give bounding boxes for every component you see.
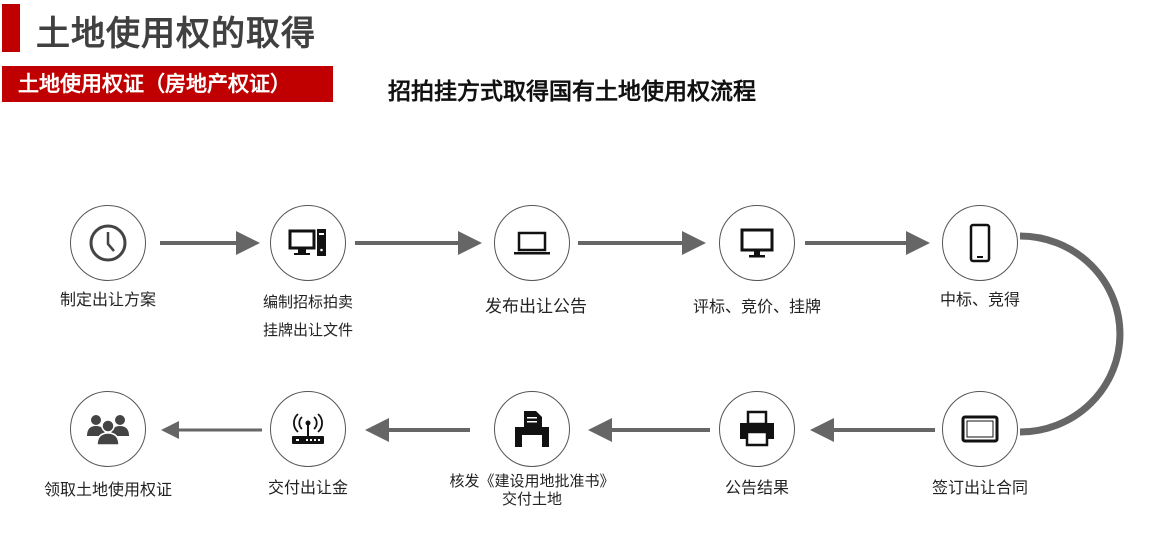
- step-node-7: [719, 391, 795, 467]
- step-label-9: 交付出让金: [267, 478, 348, 497]
- tablet-icon: [961, 415, 999, 443]
- step-node-9: [270, 391, 346, 467]
- step-label-2: 编制招标拍卖: [262, 293, 353, 311]
- step-label-4: 评标、竞价、挂牌: [692, 297, 821, 316]
- step-node-8: [494, 391, 570, 467]
- smartphone-icon: [969, 223, 991, 263]
- step-node-1: [70, 205, 146, 281]
- router-icon: [292, 413, 324, 444]
- step-label-3: 发布出让公告: [485, 297, 587, 317]
- flow-title: 招拍挂方式取得国有土地使用权流程: [388, 79, 756, 105]
- clock-icon: [89, 224, 127, 262]
- printer-icon: [515, 411, 549, 447]
- step-node-10: [70, 391, 146, 467]
- monitor-icon: [740, 228, 774, 258]
- step-node-3: [494, 205, 570, 281]
- step-label-10: 领取土地使用权证: [43, 480, 172, 499]
- step-node-4: [719, 205, 795, 281]
- step-label-7: 公告结果: [724, 478, 789, 497]
- laptop-icon: [514, 231, 550, 255]
- step-label-8: 核发《建设用地批准书》: [449, 472, 615, 490]
- title-accent-bar: [2, 4, 20, 52]
- step-label-1: 制定出让方案: [59, 290, 156, 309]
- desktop-computer-icon: [288, 229, 326, 256]
- arrow-5-6-curve: [1019, 232, 1124, 436]
- fax-icon: [740, 410, 774, 447]
- step-label-5: 中标、竞得: [939, 290, 1020, 309]
- step-label-2-line2: 挂牌出让文件: [262, 321, 353, 339]
- step-label-6: 签订出让合同: [931, 478, 1028, 497]
- users-icon: [87, 415, 129, 446]
- step-node-6: [942, 391, 1018, 467]
- page-title: 土地使用权的取得: [36, 14, 316, 54]
- step-node-2: [270, 205, 346, 281]
- section-banner: 土地使用权证（房地产权证）: [2, 66, 333, 102]
- step-node-5: [942, 205, 1018, 281]
- step-label-8-line2: 交付土地: [501, 490, 562, 508]
